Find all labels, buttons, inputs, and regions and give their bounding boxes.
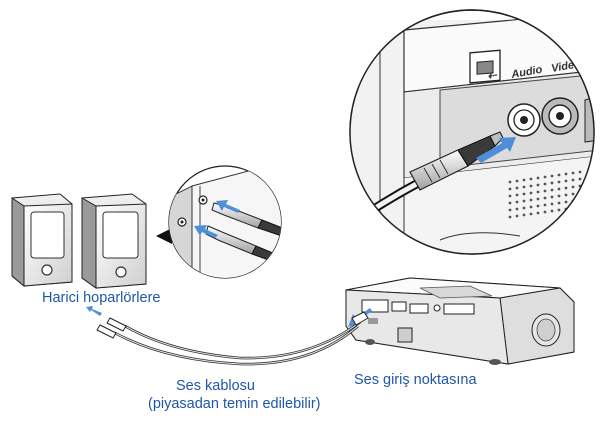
label-external-speakers: Harici hoparlörlere: [42, 290, 161, 306]
vent-grid: [508, 170, 582, 219]
speaker-left-icon: [11, 193, 73, 288]
audio-jack-icon: [507, 103, 541, 137]
audio-plug-icon: [355, 131, 504, 223]
usb-symbol-icon: ⇠: [486, 69, 498, 83]
label-cable-availability: (piyasadan temin edilebilir): [148, 396, 321, 412]
arrow-icon: [216, 200, 240, 213]
projector-icon: [345, 277, 575, 365]
port-label-audio: Audio: [509, 64, 543, 81]
label-audio-cable: Ses kablosu: [176, 378, 255, 394]
audio-cable: [96, 311, 369, 366]
speaker-input-zoom: [168, 165, 282, 279]
video-jack-icon: [541, 97, 579, 135]
speaker-right-icon: [81, 193, 147, 289]
arrow-icon: [476, 137, 516, 163]
arrow-icon: [86, 306, 102, 316]
callout-pointer: [156, 228, 172, 244]
usb-port-icon: [469, 49, 501, 84]
projector-port-zoom: ⇠ Audio Video: [349, 9, 595, 255]
label-audio-input: Ses giriş noktasına: [354, 372, 477, 388]
arrow-icon: [194, 225, 218, 238]
